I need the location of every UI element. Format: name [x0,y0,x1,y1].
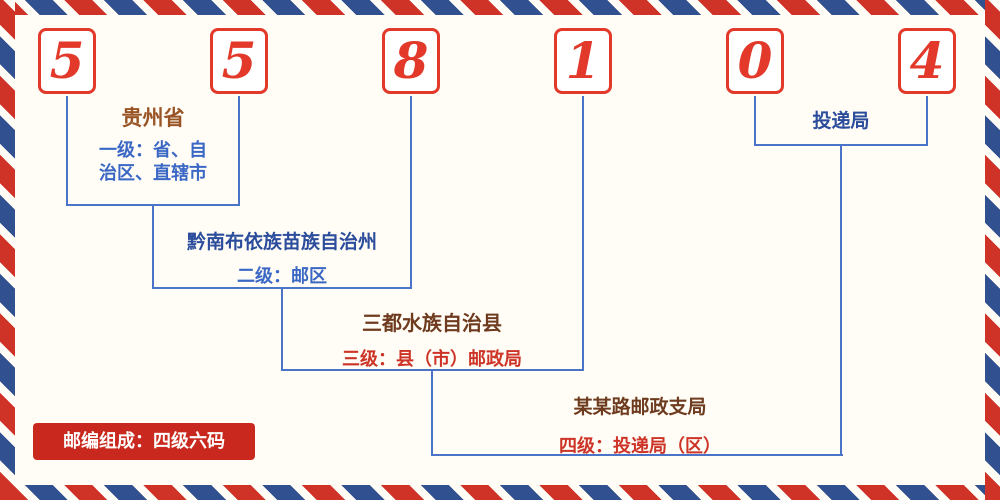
line-level1-to-level2 [152,204,154,289]
line-digit5-down [754,96,756,146]
line-level4-bottom [431,454,843,456]
digit-box-2: 5 [210,28,268,94]
digit-value-5: 0 [737,31,773,90]
line-digit6-down [926,96,928,146]
line-digit3-down [410,96,412,289]
digit-value-3: 8 [393,31,429,90]
line-delivery-to-level4 [840,144,842,456]
digit-box-4: 1 [554,28,612,94]
level2-label: 黔南布依族苗族自治州 二级：邮区 [152,227,412,288]
level3-label: 三都水族自治县 三级：县（市）邮政局 [302,307,562,371]
level4-desc: 四级：投递局（区） [559,436,721,456]
line-level3-to-level4 [431,369,433,456]
delivery-title: 投递局 [812,111,870,132]
digit-box-6: 4 [898,28,956,94]
level2-desc: 二级：邮区 [237,266,327,286]
digit-box-5: 0 [726,28,784,94]
airmail-border-top [0,0,1000,15]
level3-title: 三都水族自治县 [362,313,502,335]
composition-badge: 邮编组成：四级六码 [33,423,255,460]
delivery-label: 投递局 [761,106,921,133]
line-digit4-down [582,96,584,371]
airmail-border-bottom [0,485,1000,500]
digit-value-1: 5 [49,31,85,90]
digit-value-6: 4 [909,31,945,90]
line-digit2-down [238,96,240,206]
digit-value-4: 1 [565,31,601,90]
level2-title: 黔南布依族苗族自治州 [186,232,377,253]
digit-box-1: 5 [38,28,96,94]
digit-value-2: 5 [221,31,257,90]
line-digit1-down [66,96,68,206]
level1-label: 贵州省 一级：省、自治区、直辖市 [73,102,233,185]
level3-desc: 三级：县（市）邮政局 [342,349,522,369]
airmail-border-right [985,0,1000,500]
line-level2-to-level3 [281,287,283,371]
digit-box-3: 8 [382,28,440,94]
level4-label: 某某路邮政支局 四级：投递局（区） [510,392,770,458]
airmail-border-left [0,0,15,500]
level1-desc: 一级：省、自治区、直辖市 [99,140,207,183]
level1-title: 贵州省 [121,107,185,130]
level4-title: 某某路邮政支局 [573,397,707,418]
